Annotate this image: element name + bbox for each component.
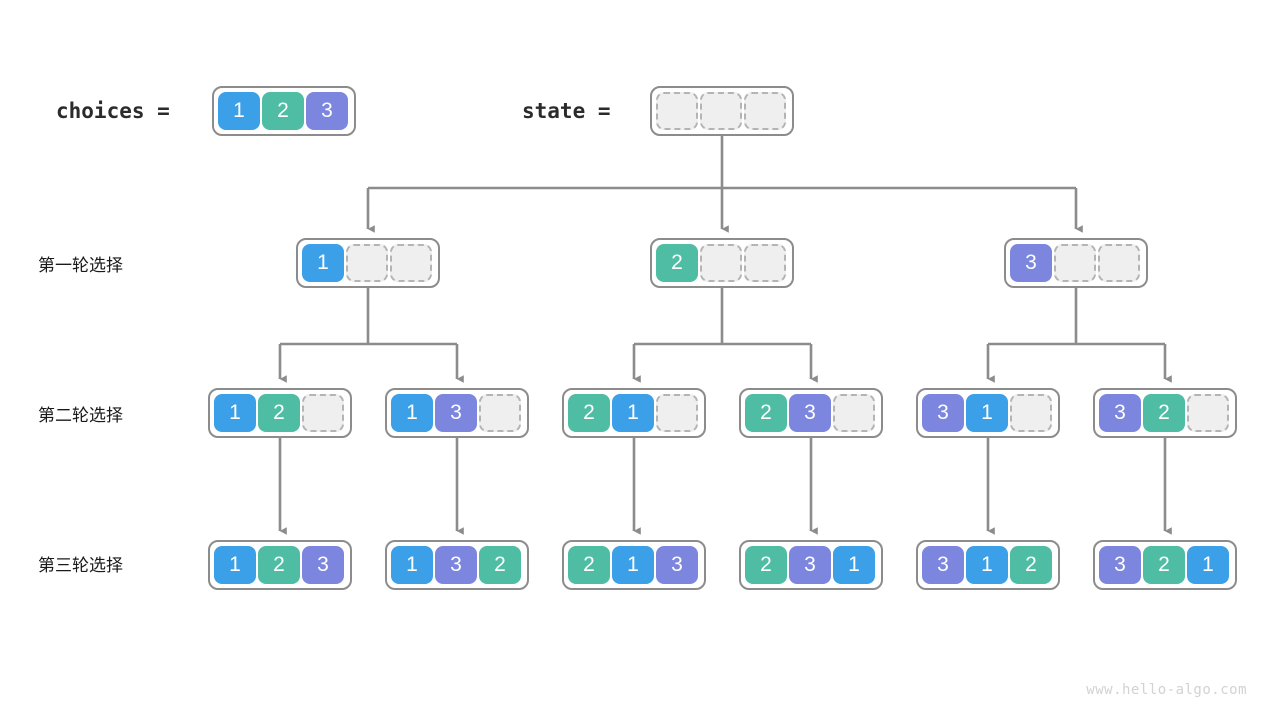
cell-empty (1187, 394, 1229, 432)
cell-value: 1 (612, 546, 654, 584)
cell-value: 1 (214, 546, 256, 584)
cell-empty (302, 394, 344, 432)
cell-value: 1 (302, 244, 344, 282)
cell-empty (656, 394, 698, 432)
cell-value: 3 (435, 546, 477, 584)
tree-node-n-1: 1 (296, 238, 440, 288)
cell-value: 2 (262, 92, 304, 130)
cell-value: 1 (214, 394, 256, 432)
variable-box-state (650, 86, 794, 136)
cell-empty (744, 244, 786, 282)
cell-empty (833, 394, 875, 432)
variable-label-choices: choices = (56, 99, 170, 123)
watermark: www.hello-algo.com (1086, 682, 1247, 698)
cell-value: 1 (391, 546, 433, 584)
row-label-round-2: 第二轮选择 (38, 406, 123, 426)
cell-value: 1 (966, 394, 1008, 432)
edge-group (278, 136, 1172, 535)
cell-value: 2 (568, 546, 610, 584)
cell-value: 3 (656, 546, 698, 584)
cell-value: 2 (258, 394, 300, 432)
cell-value: 3 (1010, 244, 1052, 282)
cell-value: 3 (789, 394, 831, 432)
cell-value: 2 (258, 546, 300, 584)
row-label-round-1: 第一轮选择 (38, 256, 123, 276)
cell-value: 1 (1187, 546, 1229, 584)
cell-value: 3 (1099, 546, 1141, 584)
cell-value: 2 (479, 546, 521, 584)
cell-empty (346, 244, 388, 282)
variable-label-state: state = (522, 99, 611, 123)
cell-value: 2 (1143, 394, 1185, 432)
cell-empty (390, 244, 432, 282)
cell-empty (1010, 394, 1052, 432)
cell-empty (1054, 244, 1096, 282)
cell-empty (700, 244, 742, 282)
cell-value: 3 (922, 546, 964, 584)
cell-empty (479, 394, 521, 432)
cell-value: 3 (435, 394, 477, 432)
cell-empty (700, 92, 742, 130)
tree-node-n-3: 3 (1004, 238, 1148, 288)
cell-value: 1 (218, 92, 260, 130)
cell-empty (656, 92, 698, 130)
cell-value: 2 (1143, 546, 1185, 584)
cell-value: 2 (745, 394, 787, 432)
cell-value: 3 (1099, 394, 1141, 432)
cell-value: 2 (745, 546, 787, 584)
cell-value: 3 (306, 92, 348, 130)
cell-empty (744, 92, 786, 130)
cell-value: 1 (391, 394, 433, 432)
cell-empty (1098, 244, 1140, 282)
cell-value: 3 (302, 546, 344, 584)
cell-value: 3 (789, 546, 831, 584)
cell-value: 2 (1010, 546, 1052, 584)
tree-node-n-2: 2 (650, 238, 794, 288)
cell-value: 3 (922, 394, 964, 432)
cell-value: 2 (568, 394, 610, 432)
cell-value: 1 (966, 546, 1008, 584)
cell-value: 1 (612, 394, 654, 432)
row-label-round-3: 第三轮选择 (38, 556, 123, 576)
cell-value: 2 (656, 244, 698, 282)
cell-value: 1 (833, 546, 875, 584)
